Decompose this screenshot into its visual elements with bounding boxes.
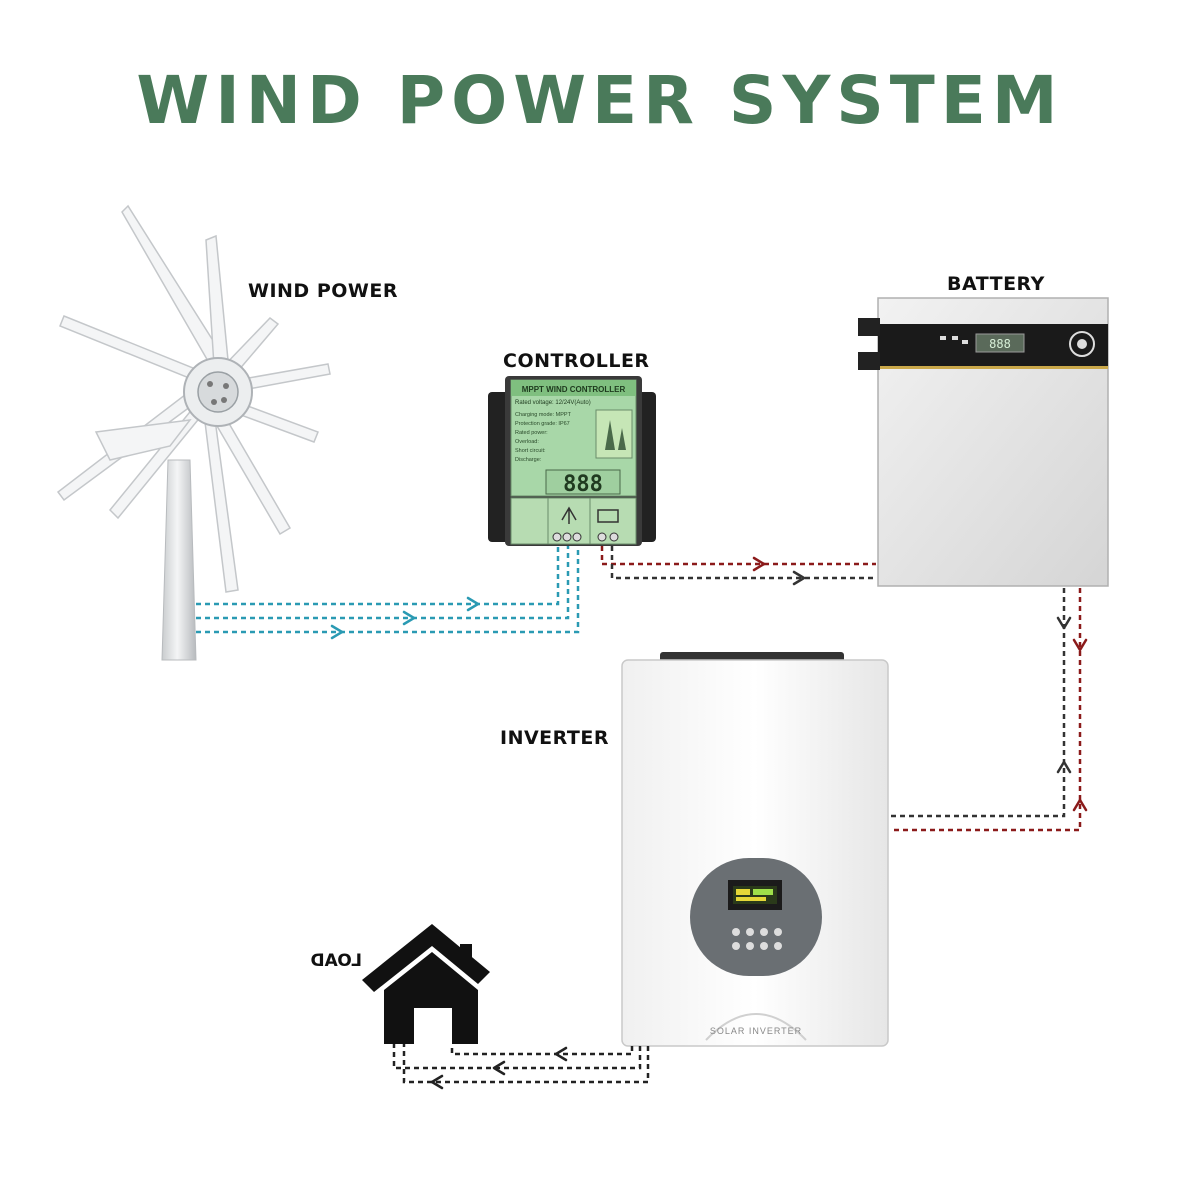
arrow-icon — [466, 596, 480, 612]
load-label: LOAD — [311, 951, 363, 971]
controller-line: Rated power: — [515, 430, 548, 436]
arrow-icon — [430, 1074, 444, 1090]
battery-device: 888 — [858, 297, 1109, 587]
controller-line: Protection grade: IP67 — [515, 421, 570, 427]
inverter-button[interactable] — [732, 928, 740, 936]
diagram-title: WIND POWER SYSTEM — [136, 62, 1064, 139]
wind-to-controller-flow — [196, 546, 580, 634]
inverter-button[interactable] — [746, 942, 754, 950]
controller-line: Overload: — [515, 439, 539, 445]
inverter-nameplate: SOLAR INVERTER — [710, 1026, 802, 1036]
inverter-button[interactable] — [774, 928, 782, 936]
controller-subheader: Rated voltage: 12/24V(Auto) — [515, 400, 591, 406]
inverter-button[interactable] — [746, 928, 754, 936]
arrow-icon — [1072, 798, 1088, 812]
battery-to-inverter-flow — [890, 588, 1082, 832]
battery-to-inverter-flow — [890, 588, 1066, 818]
arrow-icon — [554, 1046, 568, 1062]
controller-to-battery-flow — [600, 546, 876, 566]
inverter-label: INVERTER — [500, 727, 610, 749]
wind-power-label: WIND POWER — [248, 280, 398, 302]
battery-lcd-readout: 888 — [989, 337, 1011, 351]
controller-to-battery-flow — [610, 546, 876, 580]
wind-turbine-icon — [56, 204, 331, 661]
arrow-icon — [752, 556, 766, 572]
inverter-button[interactable] — [774, 942, 782, 950]
controller-line: Short circuit: — [515, 448, 546, 454]
controller-readout: 888 — [563, 472, 603, 497]
controller-line: Discharge: — [515, 457, 542, 463]
inverter-device: SOLAR INVERTER — [621, 652, 889, 1047]
controller-label: CONTROLLER — [503, 350, 650, 372]
controller-device: MPPT WIND CONTROLLER Rated voltage: 12/2… — [488, 376, 656, 546]
arrow-icon — [1056, 760, 1072, 774]
arrow-icon — [330, 624, 344, 640]
arrow-icon — [402, 610, 416, 626]
house-icon — [362, 924, 490, 1044]
battery-lcd — [975, 333, 1025, 353]
controller-line: Charging mode: MPPT — [515, 412, 572, 418]
arrow-icon — [1072, 638, 1088, 652]
inverter-button[interactable] — [732, 942, 740, 950]
arrow-icon — [792, 570, 806, 586]
arrow-icon — [492, 1060, 506, 1076]
arrow-icon — [1056, 616, 1072, 630]
power-button-icon[interactable] — [1069, 331, 1095, 357]
inverter-control-panel — [690, 858, 822, 976]
battery-label: BATTERY — [947, 273, 1045, 295]
inverter-button[interactable] — [760, 928, 768, 936]
controller-header: MPPT WIND CONTROLLER — [522, 385, 626, 394]
inverter-button[interactable] — [760, 942, 768, 950]
inverter-to-load-flow — [392, 1044, 650, 1084]
